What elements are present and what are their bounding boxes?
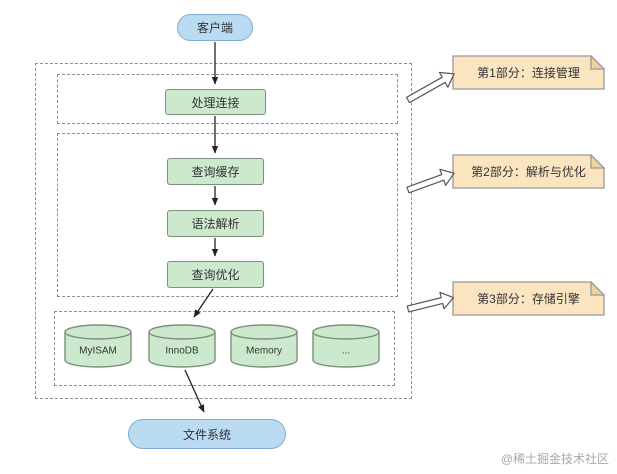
node-syntax-parse: 语法解析 xyxy=(167,210,264,237)
note-part1-label: 第1部分：连接管理 xyxy=(477,66,580,80)
folded-corner-icon xyxy=(590,55,605,70)
note-shape xyxy=(452,281,605,316)
note-part1: 第1部分：连接管理 xyxy=(452,55,605,90)
folded-corner-icon xyxy=(590,154,605,169)
engine-label: MyISAM xyxy=(79,345,117,357)
node-handle-connection: 处理连接 xyxy=(165,89,266,115)
node-client: 客户端 xyxy=(177,14,253,41)
cylinder-shape xyxy=(148,324,216,368)
engine-label: InnoDB xyxy=(165,345,199,357)
cylinder-shape xyxy=(230,324,298,368)
node-syntax-parse-label: 语法解析 xyxy=(191,217,240,231)
node-handle-connection-label: 处理连接 xyxy=(191,95,240,110)
section-parse-optimize-box xyxy=(57,133,398,297)
section-connection-box xyxy=(57,74,398,124)
outer-boundary-box xyxy=(35,63,412,399)
node-file-system-label: 文件系统 xyxy=(182,427,231,442)
engine-cylinder-innodb: InnoDB xyxy=(147,323,217,369)
engine-label: Memory xyxy=(245,345,283,357)
folded-corner-icon xyxy=(590,281,605,296)
node-file-system: 文件系统 xyxy=(128,419,286,449)
engine-cylinder-others: ... xyxy=(311,323,381,369)
cylinder-shape xyxy=(64,324,132,368)
cylinder-shape xyxy=(312,324,380,368)
pointer-arrow-part3 xyxy=(406,291,455,313)
engine-label: ... xyxy=(341,345,351,357)
note-part3: 第3部分：存储引擎 xyxy=(452,281,605,316)
node-query-optimize-label: 查询优化 xyxy=(191,268,240,282)
node-query-cache-label: 查询缓存 xyxy=(191,165,240,179)
node-query-optimize: 查询优化 xyxy=(167,261,264,288)
node-query-cache: 查询缓存 xyxy=(167,158,264,185)
note-part2-label: 第2部分：解析与优化 xyxy=(471,165,586,179)
engine-cylinder-myisam: MyISAM xyxy=(63,323,133,369)
pointer-arrow-part2 xyxy=(406,168,455,194)
note-part3-label: 第3部分：存储引擎 xyxy=(477,292,580,306)
watermark-text: @稀土掘金技术社区 xyxy=(500,452,609,466)
node-client-label: 客户端 xyxy=(196,21,233,35)
engine-cylinder-memory: Memory xyxy=(229,323,299,369)
note-part2: 第2部分：解析与优化 xyxy=(452,154,605,189)
section-storage-engine-box xyxy=(54,311,395,386)
